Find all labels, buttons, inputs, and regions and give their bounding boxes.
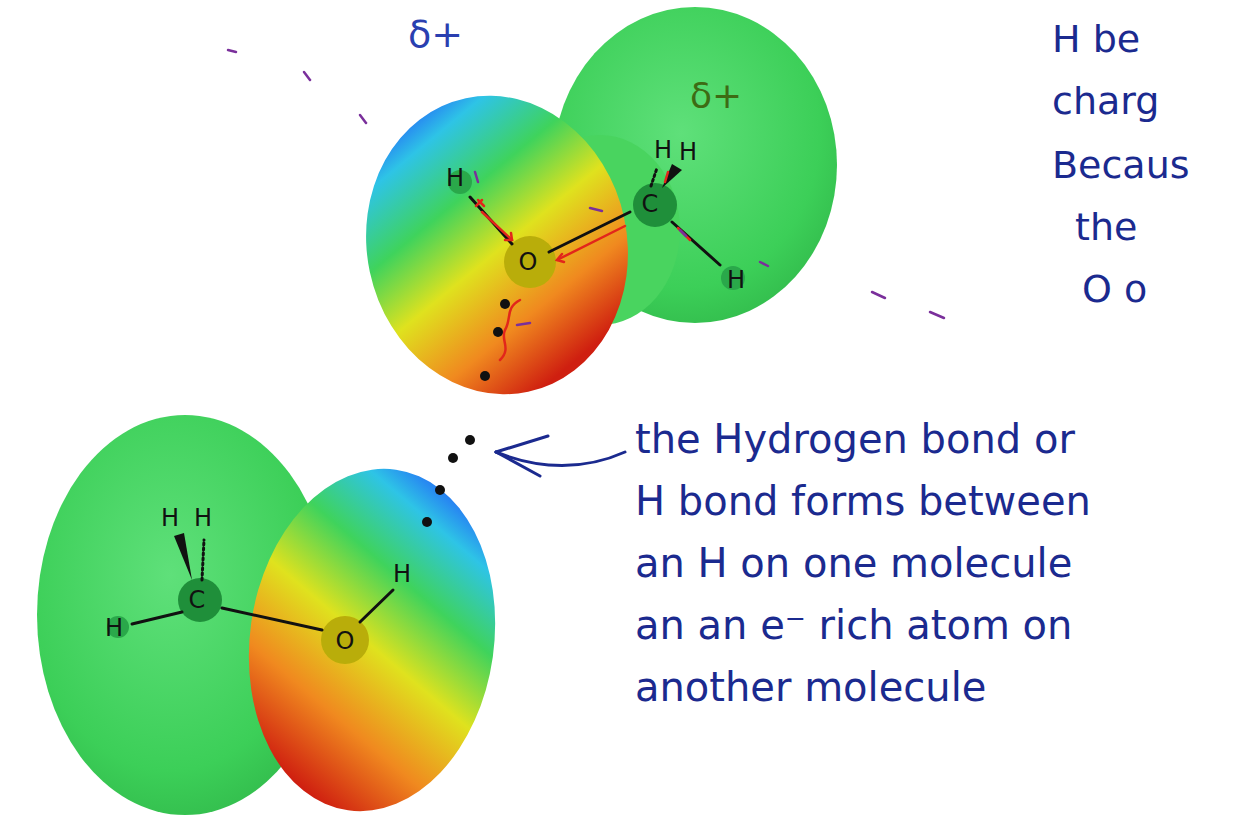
atom-label: H	[679, 140, 697, 164]
atom-label: H	[161, 506, 179, 530]
partial-charge: δ+	[408, 15, 463, 53]
atom-label: O	[336, 629, 355, 653]
atom-label: C	[189, 588, 206, 612]
note-text: Becaus	[1052, 146, 1190, 184]
note-text: charg	[1052, 82, 1159, 120]
note-text: H be	[1052, 20, 1140, 58]
partial-charge: δ+	[690, 78, 742, 114]
atom-label: H	[654, 138, 672, 162]
atom-label: H	[727, 268, 745, 292]
note-text: O o	[1082, 270, 1147, 308]
atom-label: H	[446, 166, 464, 190]
atom-label: H	[194, 506, 212, 530]
note-text: the	[1075, 208, 1137, 246]
atom-label: O	[519, 250, 538, 274]
atom-label: H	[105, 616, 123, 640]
atom-label: H	[393, 562, 411, 586]
atom-label: C	[642, 192, 659, 216]
explanation-text: the Hydrogen bond or H bond forms betwee…	[635, 408, 1095, 718]
